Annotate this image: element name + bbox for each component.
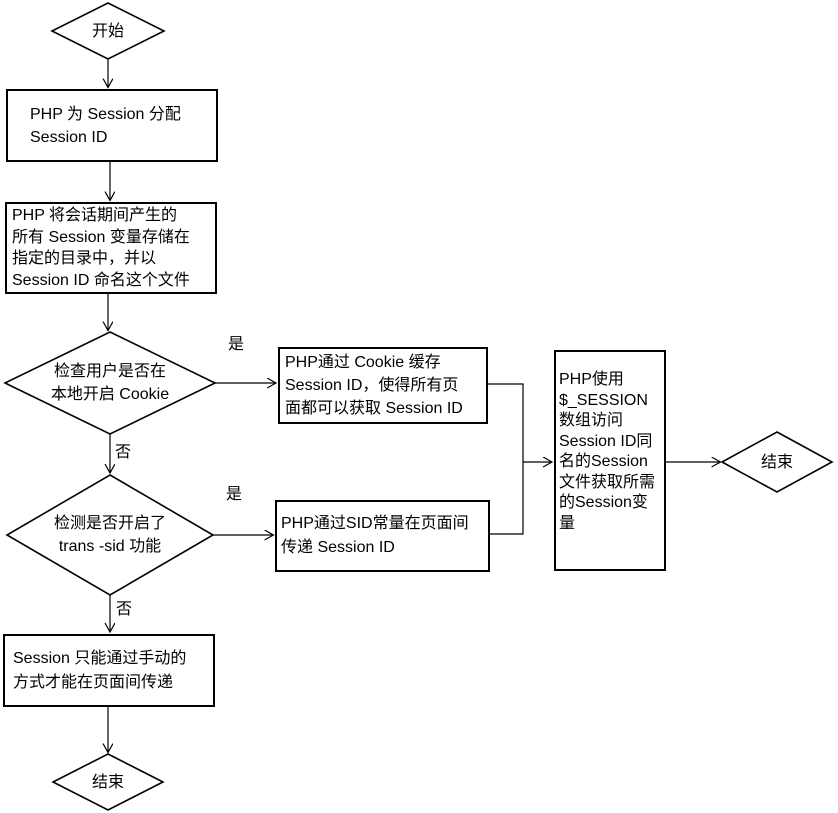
process-assign-session-id-label: PHP 为 Session 分配 Session ID — [30, 105, 181, 146]
process-cookie-cache-label: PHP通过 Cookie 缓存 Session ID，使得所有页 面都可以获取 … — [285, 354, 463, 417]
process-sid-constant-label: PHP通过SID常量在页面间 传递 Session ID — [281, 515, 469, 556]
edge-label-cookie-yes: 是 — [228, 336, 245, 353]
process-store-session-vars-label: PHP 将会话期间产生的 所有 Session 变量存储在 指定的目录中，并以 … — [12, 207, 190, 289]
process-manual-pass: Session 只能通过手动的 方式才能在页面间传递 — [3, 634, 215, 707]
edge-label-trans-no: 否 — [116, 601, 133, 618]
connector-merge-bracket — [488, 383, 524, 535]
start-node-label: 开始 — [91, 22, 124, 40]
process-store-session-vars: PHP 将会话期间产生的 所有 Session 变量存储在 指定的目录中，并以 … — [5, 202, 217, 294]
process-sid-constant: PHP通过SID常量在页面间 传递 Session ID — [275, 500, 490, 572]
decision-check-cookie-label: 检查用户是否在 本地开启 Cookie — [50, 363, 170, 403]
edge-label-trans-yes: 是 — [226, 486, 243, 503]
process-assign-session-id: PHP 为 Session 分配 Session ID — [6, 89, 218, 162]
decision-check-trans-sid-label: 检测是否开启了 trans -sid 功能 — [53, 515, 166, 555]
end-bottom-diamond-shape — [51, 753, 165, 811]
decision-check-cookie-shape — [3, 331, 217, 435]
edge-label-cookie-no: 否 — [115, 444, 132, 461]
end-bottom-node-label: 结束 — [91, 773, 124, 791]
decision-check-trans-sid-shape — [5, 474, 215, 596]
process-session-array: PHP使用 $_SESSION 数组访问 Session ID同 名的Sessi… — [554, 350, 666, 571]
start-diamond-shape — [50, 2, 166, 60]
process-session-array-label: PHP使用 $_SESSION 数组访问 Session ID同 名的Sessi… — [559, 371, 656, 532]
end-right-diamond-shape — [720, 431, 834, 493]
process-cookie-cache: PHP通过 Cookie 缓存 Session ID，使得所有页 面都可以获取 … — [278, 347, 488, 424]
process-manual-pass-label: Session 只能通过手动的 方式才能在页面间传递 — [13, 650, 187, 691]
end-right-node-label: 结束 — [760, 453, 793, 471]
